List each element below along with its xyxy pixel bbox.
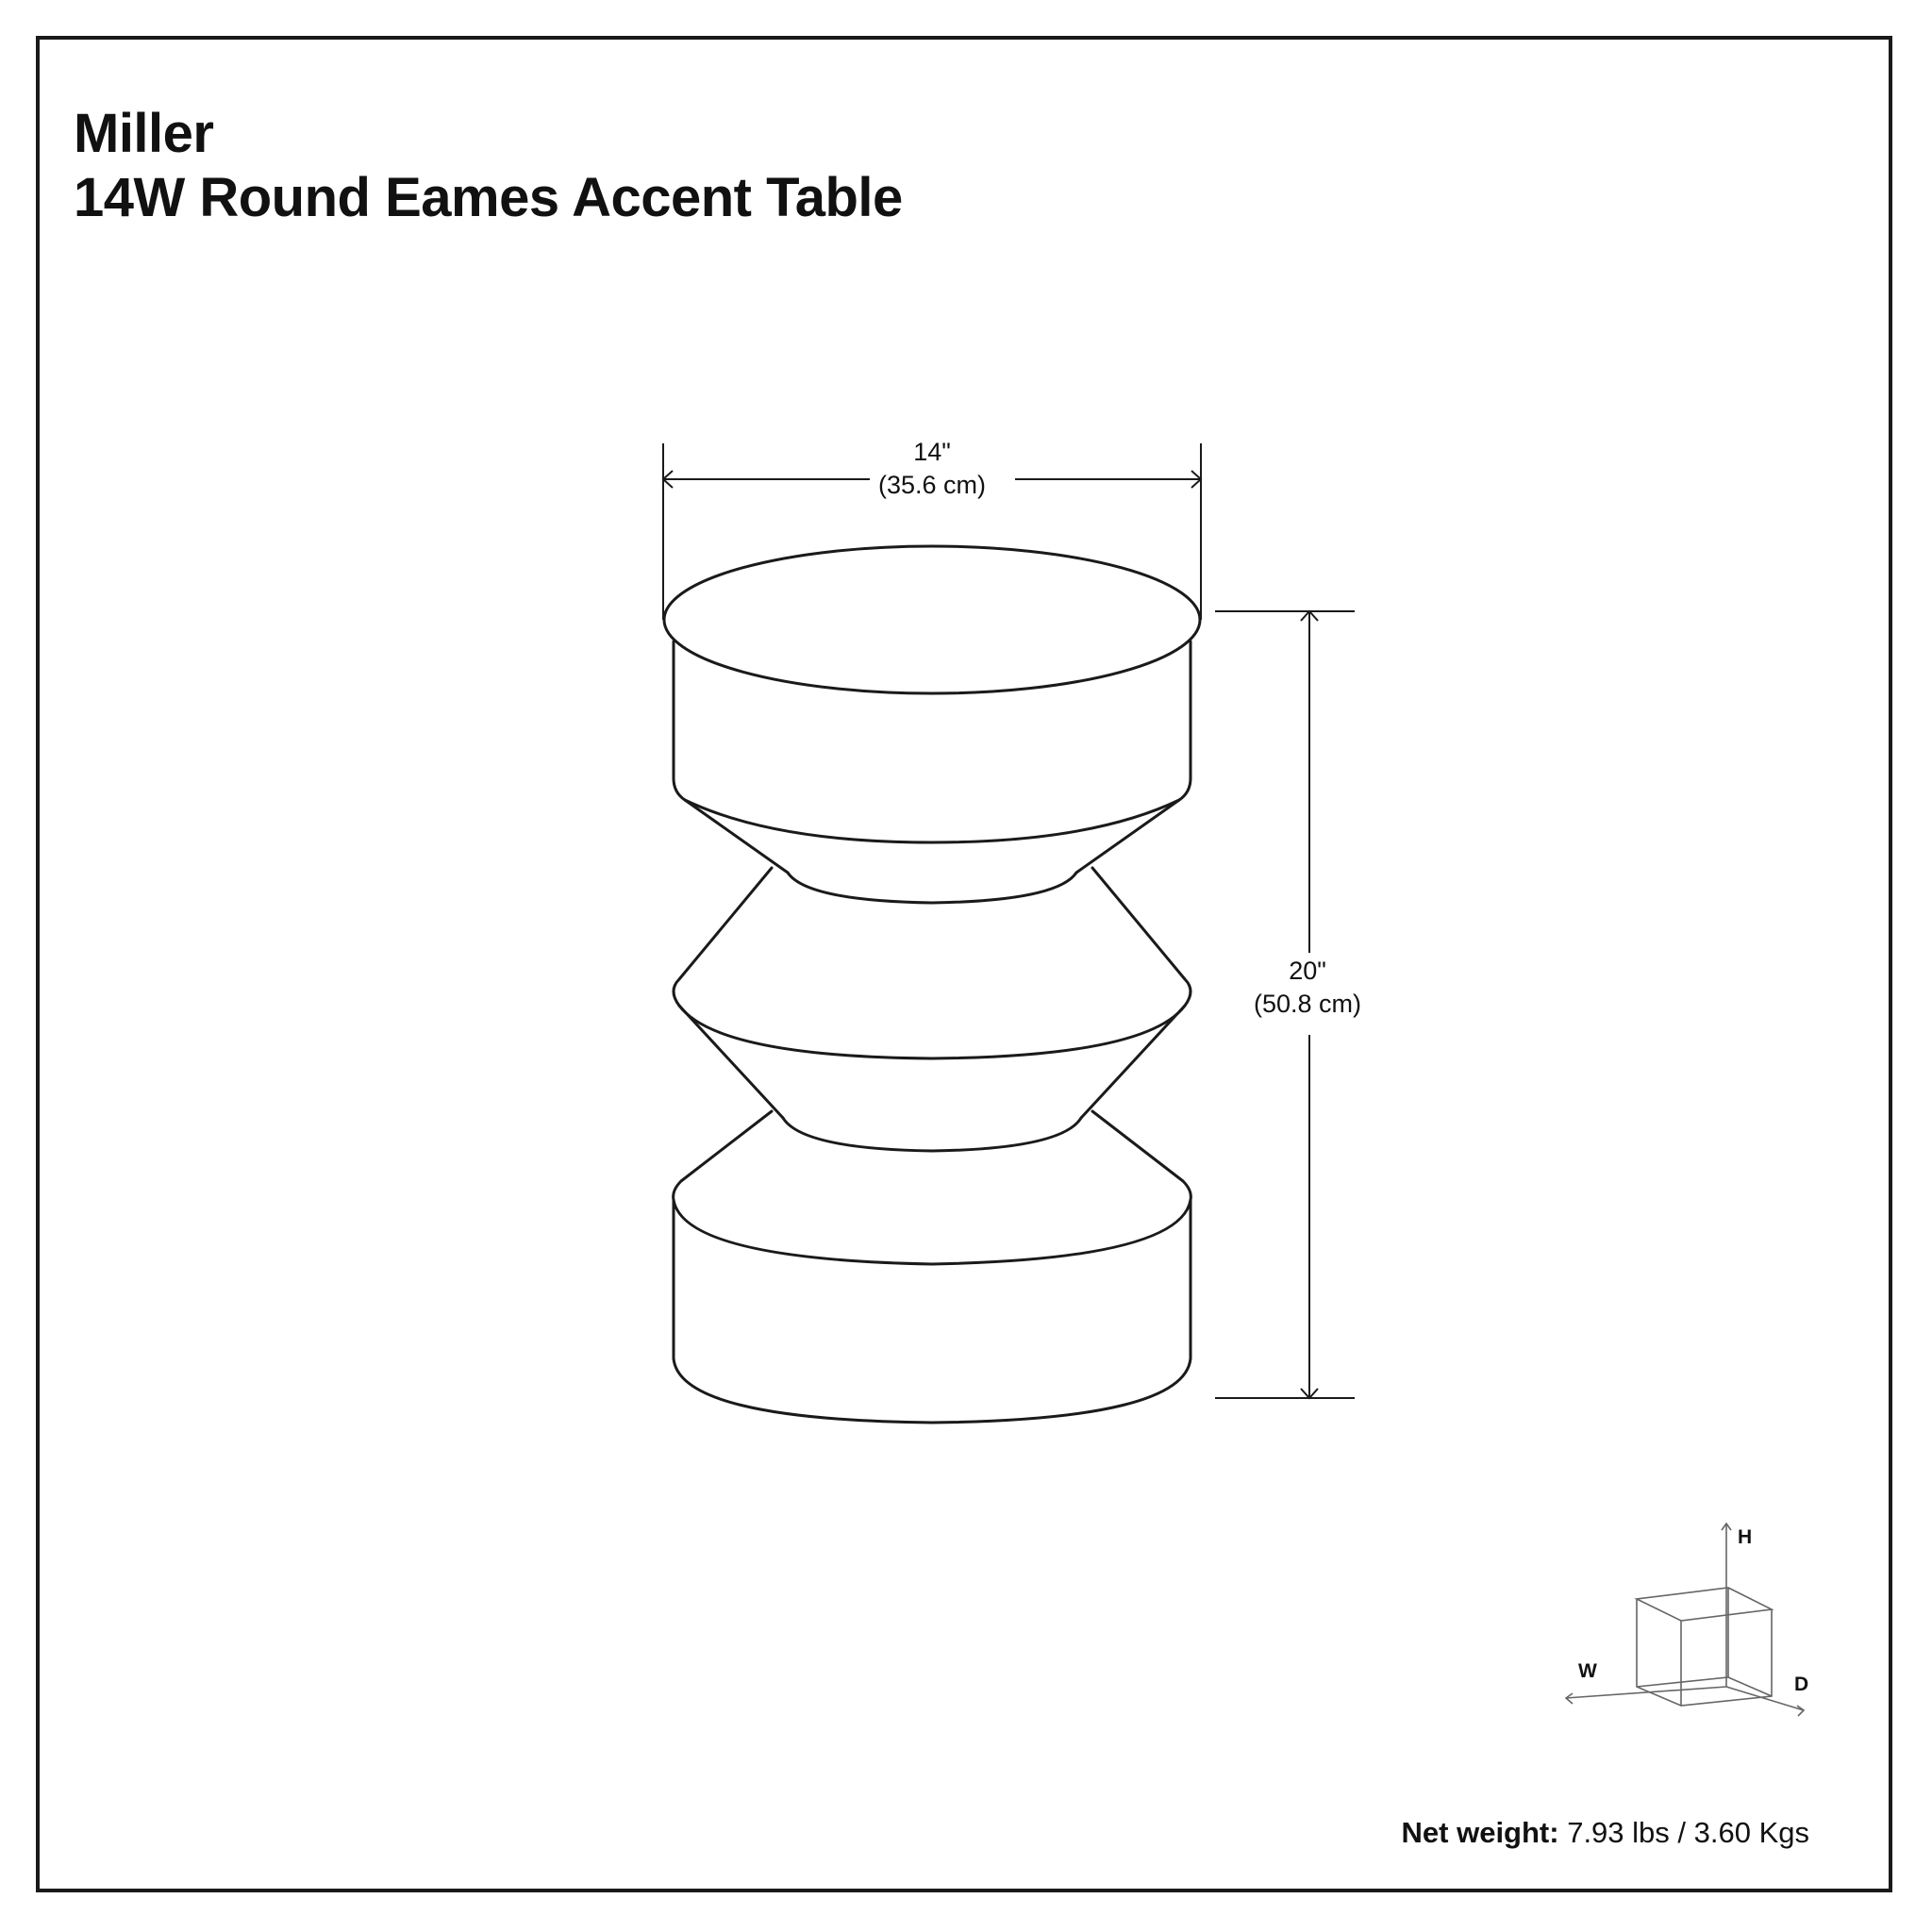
height-arrow-top bbox=[1300, 609, 1319, 622]
w-axis-arrow bbox=[1564, 1692, 1574, 1705]
bottom-cone-sides bbox=[672, 1109, 1192, 1202]
middle-upper-sides bbox=[672, 866, 1192, 1008]
width-imperial: 14" bbox=[913, 438, 951, 466]
drawing-frame bbox=[36, 36, 1892, 1892]
net-weight-label: Net weight: bbox=[1401, 1816, 1559, 1849]
axis-label-h: H bbox=[1738, 1526, 1752, 1548]
d-axis-arrow bbox=[1796, 1705, 1806, 1717]
lower-cone-bottom bbox=[781, 1116, 1083, 1153]
width-dimension bbox=[661, 443, 1203, 620]
w-axis-line bbox=[1565, 1686, 1727, 1699]
axis-label-w: W bbox=[1578, 1660, 1597, 1682]
cube-edges bbox=[1634, 1587, 1774, 1707]
h-axis-arrow bbox=[1721, 1522, 1732, 1531]
width-metric: (35.6 cm) bbox=[878, 471, 986, 499]
base-sides bbox=[672, 1198, 1192, 1360]
lower-cone-sides bbox=[677, 1004, 1187, 1120]
d-axis-line bbox=[1725, 1686, 1805, 1711]
base-bottom bbox=[672, 1357, 1192, 1424]
product-name: 14W Round Eames Accent Table bbox=[74, 167, 903, 228]
brand-name: Miller bbox=[74, 103, 214, 164]
top-cylinder-sides bbox=[672, 640, 1192, 780]
height-dimension bbox=[1215, 609, 1355, 1400]
table-top bbox=[662, 544, 1202, 695]
net-weight-value: 7.93 lbs / 3.60 Kgs bbox=[1558, 1816, 1809, 1849]
height-arrow-bottom bbox=[1300, 1388, 1319, 1400]
top-cylinder-bottom bbox=[672, 776, 1192, 844]
width-arrow-right bbox=[1191, 470, 1203, 489]
axis-label-d: D bbox=[1794, 1674, 1808, 1695]
net-weight: Net weight: 7.93 lbs / 3.60 Kgs bbox=[1402, 1816, 1809, 1850]
middle-ellipse-arc bbox=[677, 1004, 1187, 1060]
height-metric: (50.8 cm) bbox=[1254, 990, 1361, 1018]
width-arrow-left bbox=[661, 470, 674, 489]
axis-cube-icon bbox=[1564, 1522, 1806, 1717]
upper-cone-bottom bbox=[786, 871, 1078, 905]
height-imperial: 20" bbox=[1289, 957, 1326, 985]
table-outline bbox=[662, 544, 1202, 1424]
title-block: Miller 14W Round Eames Accent Table bbox=[74, 102, 903, 230]
base-top-arc bbox=[672, 1198, 1192, 1266]
upper-cone-sides bbox=[683, 798, 1181, 874]
